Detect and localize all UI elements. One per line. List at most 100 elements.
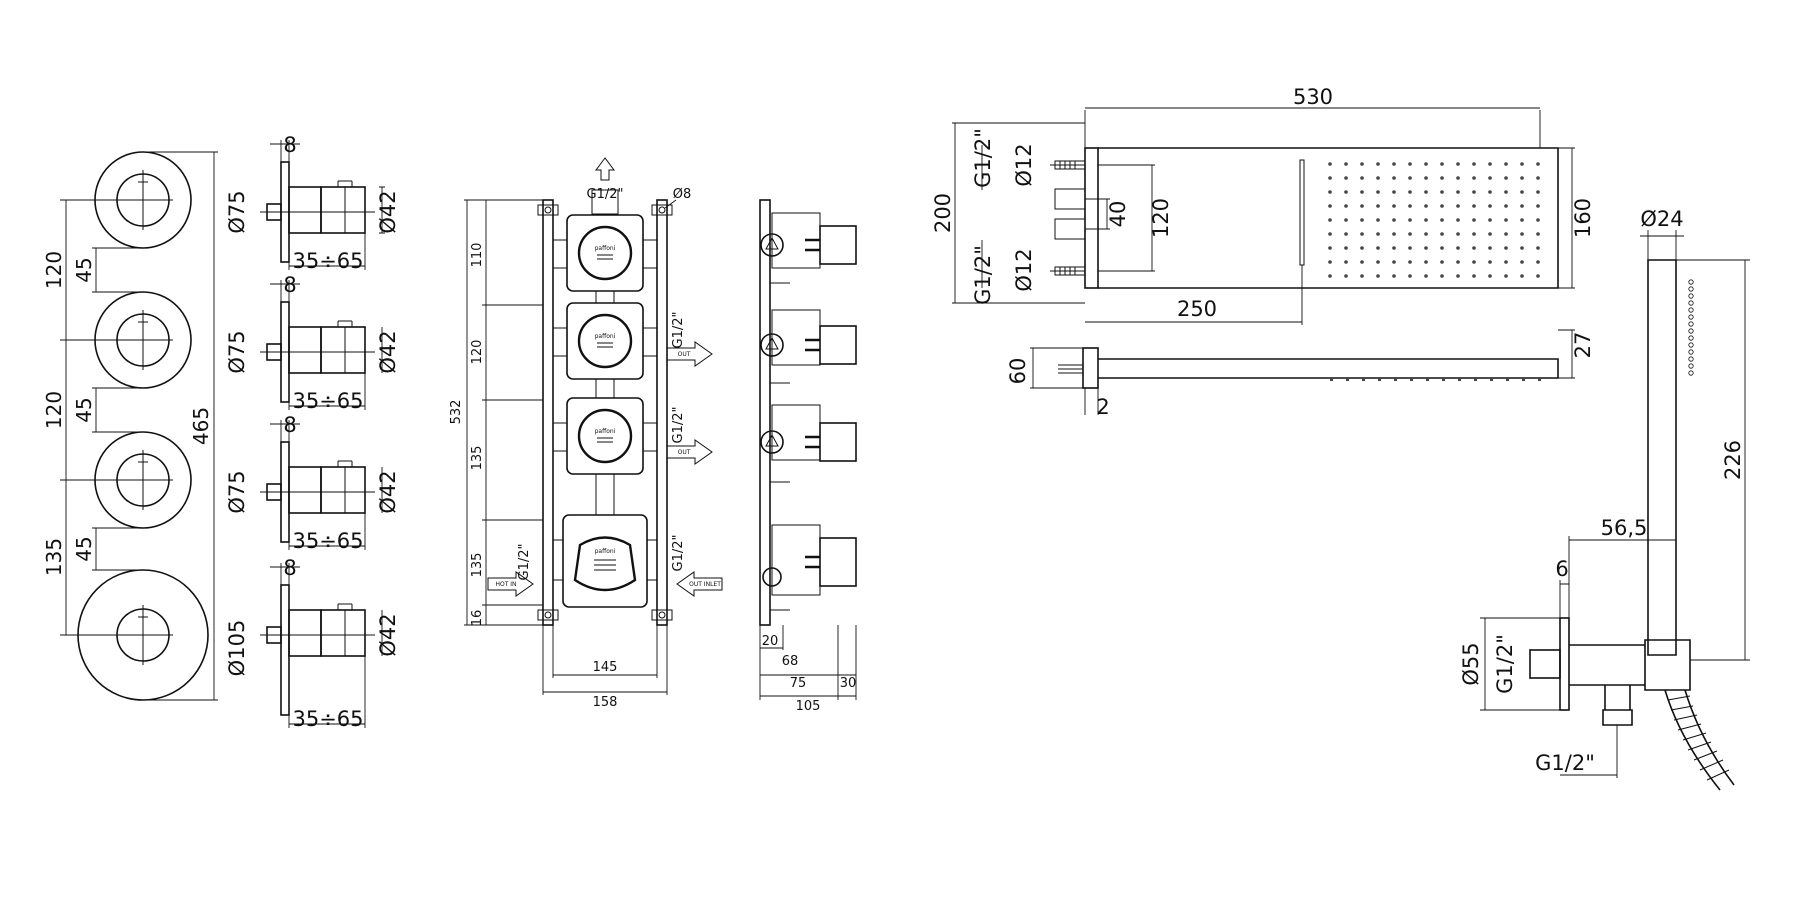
concealed-body-side: 20 68 75 30 105 (759, 199, 857, 714)
nozzle-dot (1408, 218, 1412, 222)
out-inlet-label: OUT INLET (689, 581, 721, 588)
nozzle-dot (1472, 190, 1476, 194)
handle-nozzle (1688, 349, 1694, 355)
dim-knob-depth-3: 35÷65 (292, 529, 363, 553)
nozzle-dot (1360, 190, 1364, 194)
nozzle-dot (1424, 204, 1428, 208)
dim-side-105: 105 (796, 699, 821, 714)
dim-hand-length: 226 (1721, 440, 1745, 480)
nozzle-dot (1472, 232, 1476, 236)
dim-body-s4: 135 (470, 553, 485, 578)
nozzle-dot (1488, 204, 1492, 208)
nozzle-dot (1408, 232, 1412, 236)
nozzle-dot (1376, 204, 1380, 208)
nozzle-dot (1536, 218, 1540, 222)
handle-nozzle (1688, 328, 1694, 334)
nozzle-dot (1424, 260, 1428, 264)
dim-knob-dia-4: Ø42 (376, 613, 400, 656)
nozzle-dot (1376, 190, 1380, 194)
side-nozzle (1522, 378, 1525, 381)
thread-label-r3: G1/2" (671, 535, 686, 572)
nozzle-dot (1472, 204, 1476, 208)
nozzle-dot (1488, 274, 1492, 278)
nozzle-dot (1408, 260, 1412, 264)
concealed-body-front: paffoni paffoni paffoni paffoni OUT OUT … (449, 157, 723, 710)
nozzle-dot (1536, 246, 1540, 250)
nozzle-dot (1344, 176, 1348, 180)
dim-head-250: 250 (1177, 297, 1217, 321)
dim-side-20: 20 (762, 634, 779, 649)
nozzle-dot (1392, 232, 1396, 236)
handle-nozzle (1688, 293, 1694, 299)
out-label-2: OUT (678, 449, 691, 456)
dim-thickness-4: 8 (283, 556, 296, 580)
handle-nozzle (1688, 363, 1694, 369)
nozzle-dot (1408, 204, 1412, 208)
nozzle-dot (1504, 232, 1508, 236)
dim-head-length: 530 (1293, 85, 1333, 109)
dim-hand-dia55: Ø55 (1459, 642, 1483, 685)
dim-body-s3: 135 (470, 446, 485, 471)
thread-head-top: G1/2" (971, 128, 995, 188)
side-view-trims: 8 Ø75 Ø42 35÷65 8 Ø75 Ø42 35÷65 8 Ø75 Ø4… (225, 133, 400, 731)
nozzle-dot (1392, 176, 1396, 180)
dim-side-75: 75 (790, 676, 807, 691)
nozzle-dot (1520, 260, 1524, 264)
dim-head-40: 40 (1106, 201, 1130, 228)
nozzle-dot (1424, 274, 1428, 278)
nozzle-dot (1520, 190, 1524, 194)
nozzle-dot (1456, 204, 1460, 208)
nozzle-dot (1408, 162, 1412, 166)
thread-hand-h: G1/2" (1535, 751, 1595, 775)
nozzle-dot (1344, 190, 1348, 194)
handle-nozzle (1688, 321, 1694, 327)
nozzle-dot (1440, 232, 1444, 236)
nozzle-dot (1392, 246, 1396, 250)
dim-head-120: 120 (1149, 198, 1173, 238)
nozzle-dot (1344, 204, 1348, 208)
side-nozzle (1442, 378, 1445, 381)
nozzle-dot (1392, 218, 1396, 222)
nozzle-dot (1344, 218, 1348, 222)
nozzle-dot (1360, 204, 1364, 208)
nozzle-dot (1360, 218, 1364, 222)
dim-spacing-upper: 120 (42, 251, 66, 289)
handle-nozzle (1688, 370, 1694, 376)
side-nozzle (1458, 378, 1461, 381)
nozzle-dot (1328, 218, 1332, 222)
nozzle-dot (1360, 232, 1364, 236)
nozzle-dot (1392, 204, 1396, 208)
nozzle-dot (1504, 190, 1508, 194)
brand-label-2: paffoni (595, 333, 616, 340)
hot-in-label: HOT IN (495, 581, 516, 588)
thread-label-l1: G1/2" (517, 544, 532, 581)
nozzle-dot (1440, 274, 1444, 278)
nozzle-dot (1456, 274, 1460, 278)
dim-plate-dia-4: Ø105 (225, 620, 249, 677)
nozzle-dot (1392, 274, 1396, 278)
nozzle-dot (1536, 190, 1540, 194)
dim-head-side-60: 60 (1006, 358, 1030, 385)
side-nozzle (1490, 378, 1493, 381)
nozzle-dot (1328, 246, 1332, 250)
nozzle-dot (1504, 246, 1508, 250)
dim-spacing-middle: 120 (42, 391, 66, 429)
thread-head-bot: G1/2" (971, 245, 995, 305)
dim-knob-depth-1: 35÷65 (292, 249, 363, 273)
dim-thickness-1: 8 (283, 133, 296, 157)
nozzle-dot (1488, 190, 1492, 194)
nozzle-dot (1360, 260, 1364, 264)
dim-hand-56: 56,5 (1601, 516, 1648, 540)
nozzle-dot (1456, 260, 1460, 264)
dim-body-s5: 16 (470, 610, 485, 627)
side-nozzle (1426, 378, 1429, 381)
dim-gap-3: 45 (72, 536, 96, 561)
nozzle-dot (1376, 176, 1380, 180)
side-nozzles (1330, 378, 1541, 381)
nozzle-dot (1360, 274, 1364, 278)
nozzle-dot (1376, 274, 1380, 278)
nozzle-dot (1520, 246, 1524, 250)
dim-head-total-h: 200 (931, 193, 955, 233)
side-nozzle (1394, 378, 1397, 381)
dim-gap-2: 45 (72, 397, 96, 422)
